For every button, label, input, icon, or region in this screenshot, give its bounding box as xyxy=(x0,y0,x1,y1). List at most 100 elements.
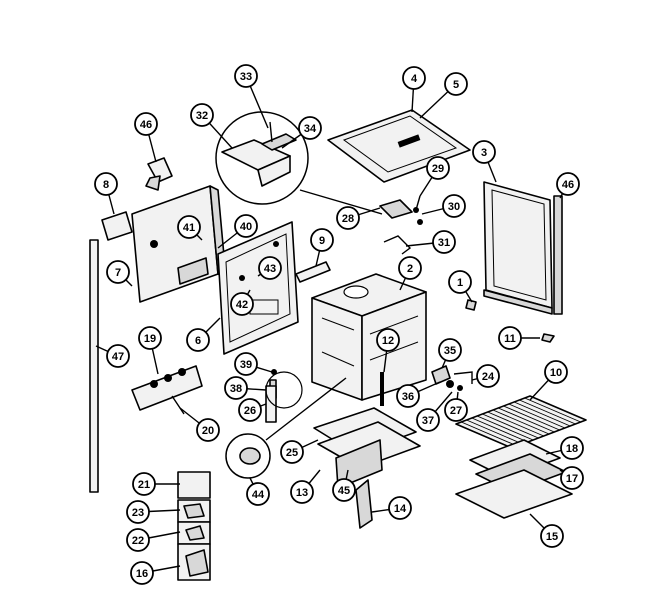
callout-circle xyxy=(560,466,584,490)
callout-label: 25 xyxy=(286,447,298,459)
trim-47 xyxy=(89,239,99,493)
callout-circle xyxy=(376,328,400,352)
callout-circle xyxy=(94,172,118,196)
callout-label: 42 xyxy=(236,299,248,311)
callout-32: 32 xyxy=(190,103,214,127)
callout-22: 22 xyxy=(126,528,150,552)
callout-5: 5 xyxy=(444,72,468,96)
small-parts-boxes xyxy=(177,471,211,581)
callout-circle xyxy=(186,328,210,352)
callout-label: 16 xyxy=(136,568,148,580)
callout-circle xyxy=(106,344,130,368)
callout-circle xyxy=(396,384,420,408)
rack-wire xyxy=(508,403,566,429)
callout-label: 31 xyxy=(438,237,450,249)
hardware-35-37 xyxy=(431,365,473,391)
callout-label: 44 xyxy=(252,489,265,501)
callout-26: 26 xyxy=(238,398,262,422)
callout-34: 34 xyxy=(298,116,322,140)
callout-47: 47 xyxy=(106,344,130,368)
callout-label: 12 xyxy=(382,335,394,347)
callout-label: 35 xyxy=(444,345,456,357)
oven-bottom-assembly xyxy=(313,407,421,489)
callout-circle xyxy=(234,214,258,238)
callout-label: 30 xyxy=(448,201,460,213)
callout-label: 18 xyxy=(566,443,578,455)
callout-3: 3 xyxy=(472,140,496,164)
part-1 xyxy=(465,299,477,311)
callout-circle xyxy=(126,528,150,552)
callout-17: 17 xyxy=(560,466,584,490)
callout-label: 28 xyxy=(342,213,354,225)
bracket-46-top xyxy=(145,157,173,191)
callout-29: 29 xyxy=(426,156,450,180)
callout-circle xyxy=(190,103,214,127)
callout-label: 37 xyxy=(422,415,434,427)
callout-circle xyxy=(138,326,162,350)
callout-circle xyxy=(224,376,248,400)
control-bracket-19 xyxy=(131,365,203,415)
vent-detail-group xyxy=(215,111,383,215)
callout-label: 32 xyxy=(196,110,208,122)
callout-circle xyxy=(560,436,584,460)
callout-circle xyxy=(544,360,568,384)
callout-circle xyxy=(234,352,258,376)
callout-circle xyxy=(238,398,262,422)
callout-circle xyxy=(426,156,450,180)
rack-wire xyxy=(503,405,560,431)
callout-6: 6 xyxy=(186,328,210,352)
callout-25: 25 xyxy=(280,440,304,464)
rack-wire xyxy=(461,421,518,447)
rack-wire xyxy=(482,413,539,439)
oven-rack-10 xyxy=(455,395,587,449)
callout-circle xyxy=(402,66,426,90)
callout-label: 33 xyxy=(240,71,252,83)
callout-46: 46 xyxy=(134,112,158,136)
callout-circle xyxy=(438,338,462,362)
callout-label: 45 xyxy=(338,485,350,497)
rack-wire xyxy=(476,415,534,441)
callout-46: 46 xyxy=(556,172,580,196)
callout-label: 41 xyxy=(183,222,195,234)
callout-circle xyxy=(132,472,156,496)
callout-circle xyxy=(280,440,304,464)
callout-circle xyxy=(246,482,270,506)
callout-8: 8 xyxy=(94,172,118,196)
callout-7: 7 xyxy=(106,260,130,284)
top-cover-panel xyxy=(327,109,471,183)
rack-wire xyxy=(487,411,544,437)
callout-18: 18 xyxy=(560,436,584,460)
left-side-panel xyxy=(131,185,227,303)
callout-28: 28 xyxy=(336,206,360,230)
callout-1: 1 xyxy=(448,270,472,294)
callout-label: 36 xyxy=(402,391,414,403)
callout-label: 11 xyxy=(504,333,516,345)
callout-11: 11 xyxy=(498,326,522,350)
inner-panel xyxy=(217,221,299,355)
callout-36: 36 xyxy=(396,384,420,408)
callout-20: 20 xyxy=(196,418,220,442)
callout-circle xyxy=(196,418,220,442)
callout-16: 16 xyxy=(130,561,154,585)
callout-label: 22 xyxy=(132,535,144,547)
callout-label: 17 xyxy=(566,473,578,485)
callout-label: 39 xyxy=(240,359,252,371)
rack-wire xyxy=(471,417,529,443)
callout-30: 30 xyxy=(442,194,466,218)
rack-wire xyxy=(513,401,571,427)
rack-wire xyxy=(466,419,523,445)
callout-circle xyxy=(298,116,322,140)
callout-circle xyxy=(134,112,158,136)
callout-label: 34 xyxy=(304,123,317,135)
rack-wire xyxy=(498,407,555,433)
callout-40: 40 xyxy=(234,214,258,238)
callout-9: 9 xyxy=(310,228,334,252)
callout-24: 24 xyxy=(476,364,500,388)
callout-label: 46 xyxy=(562,179,574,191)
callout-label: 46 xyxy=(140,119,152,131)
callout-label: 47 xyxy=(112,351,124,363)
callout-circle xyxy=(448,270,472,294)
rear-panel xyxy=(483,181,563,315)
callout-label: 38 xyxy=(230,383,242,395)
